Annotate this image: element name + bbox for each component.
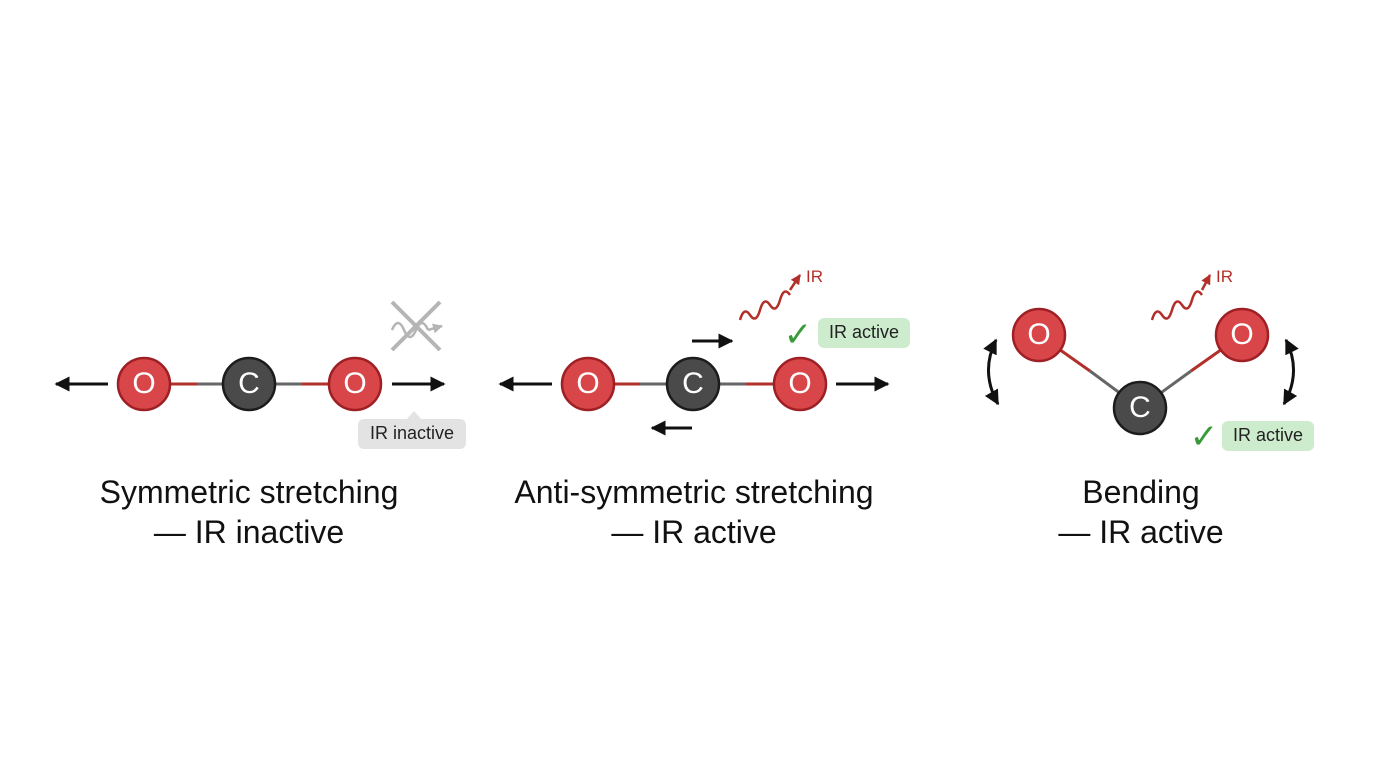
svg-text:C: C [1129, 391, 1151, 424]
caption-subtitle: — IR inactive [153, 514, 345, 550]
antisymmetric-stretching-mode: O C O IR ✓ IR active [498, 267, 910, 436]
ir-active-badge: IR active [1222, 421, 1314, 451]
caption-subtitle: — IR active [611, 514, 777, 550]
check-icon: ✓ [784, 315, 813, 355]
oxygen-atom-left: O [1011, 307, 1067, 363]
caption-title: Bending [1082, 474, 1200, 510]
caption-subtitle: — IR active [1058, 514, 1224, 550]
caption-title: Symmetric stretching [99, 474, 399, 510]
svg-text:IR active: IR active [829, 322, 899, 342]
antisymmetric-caption: Anti-symmetric stretching — IR active [474, 472, 914, 552]
svg-text:O: O [788, 367, 811, 400]
symmetric-caption: Symmetric stretching — IR inactive [29, 472, 469, 552]
oxygen-atom-left: O [116, 356, 172, 412]
svg-text:C: C [682, 367, 704, 400]
symmetric-stretching-mode: O C O IR inactive [54, 300, 466, 449]
oxygen-atom-left: O [560, 356, 616, 412]
oxygen-atom-right: O [327, 356, 383, 412]
crossed-ir-wave-icon [390, 300, 443, 352]
carbon-atom: C [1112, 380, 1168, 436]
curved-arrow-right [1282, 338, 1299, 406]
svg-text:C: C [238, 367, 260, 400]
svg-text:O: O [1027, 318, 1050, 351]
check-icon: ✓ [1190, 417, 1219, 457]
ir-inactive-badge: IR inactive [358, 411, 466, 449]
ir-active-badge: IR active [818, 318, 910, 348]
caption-title: Anti-symmetric stretching [514, 474, 874, 510]
svg-text:O: O [1230, 318, 1253, 351]
curved-arrow-left [983, 338, 1000, 406]
ir-wave-icon [738, 274, 802, 321]
bending-mode: O C O IR ✓ IR active [983, 267, 1314, 457]
svg-text:IR inactive: IR inactive [370, 423, 454, 443]
svg-text:O: O [132, 367, 155, 400]
ir-label: IR [806, 267, 823, 286]
carbon-atom: C [221, 356, 277, 412]
svg-text:O: O [576, 367, 599, 400]
svg-text:IR active: IR active [1233, 425, 1303, 445]
oxygen-atom-right: O [1214, 307, 1270, 363]
ir-wave-icon [1150, 274, 1212, 321]
svg-text:O: O [343, 367, 366, 400]
bending-caption: Bending — IR active [921, 472, 1361, 552]
oxygen-atom-right: O [772, 356, 828, 412]
carbon-atom: C [665, 356, 721, 412]
ir-label: IR [1216, 267, 1233, 286]
